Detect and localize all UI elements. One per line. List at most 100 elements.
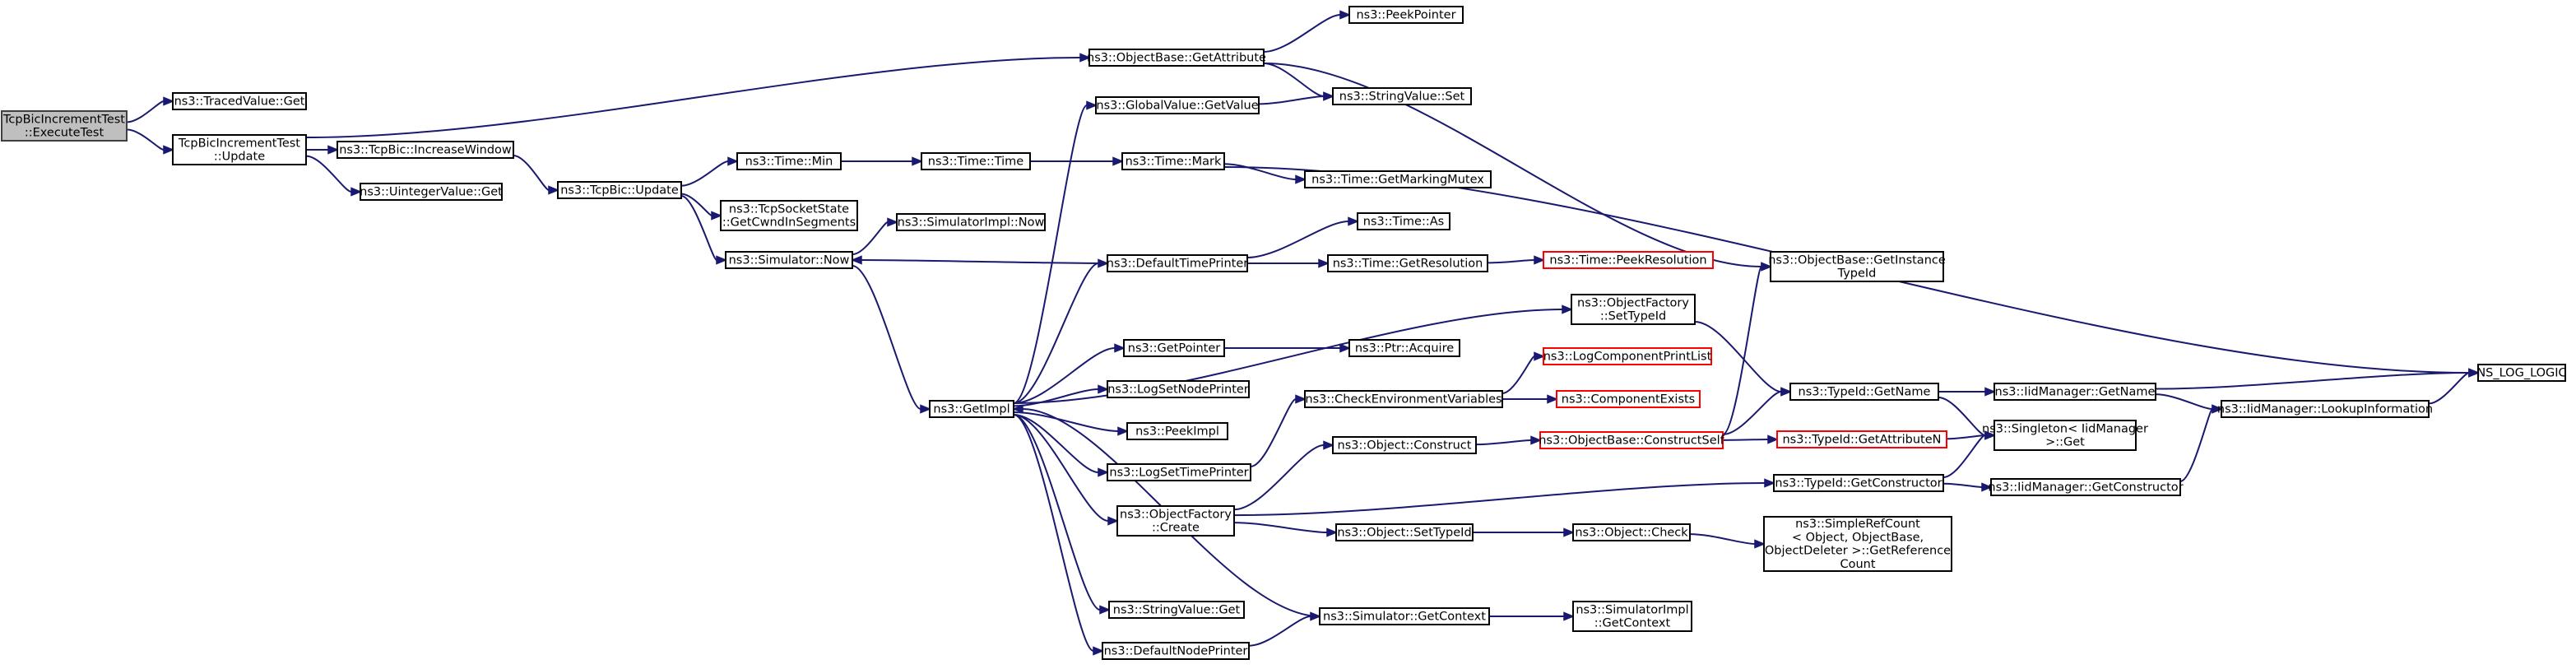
node-getimpl[interactable]: ns3::GetImpl: [929, 400, 1014, 418]
node-typegetctor[interactable]: ns3::TypeId::GetConstructor: [1773, 474, 1944, 492]
node-logsettime[interactable]: ns3::LogSetTimePrinter: [1107, 463, 1251, 481]
node-timeas[interactable]: ns3::Time::As: [1357, 212, 1450, 230]
node-compexists[interactable]: ns3::ComponentExists: [1556, 390, 1701, 408]
node-simctx[interactable]: ns3::Simulator::GetContext: [1319, 607, 1490, 625]
node-objcheck[interactable]: ns3::Object::Check: [1572, 523, 1691, 541]
edge-typegetctor-to-singleton: [1942, 430, 1996, 478]
node-strget[interactable]: ns3::StringValue::Get: [1108, 601, 1245, 619]
node-label: ns3::DefaultNodePrinter: [1104, 645, 1248, 658]
node-cwndseg[interactable]: ns3::TcpSocketState::GetCwndInSegments: [720, 200, 858, 231]
edge-ofcreate-to-objconstruct: [1233, 440, 1334, 511]
edge-getimpl-to-peekimpl: [1013, 411, 1129, 436]
node-label: ns3::TypeId::GetName: [1799, 386, 1931, 399]
node-incwin[interactable]: ns3::TcpBic::IncreaseWindow: [337, 141, 514, 159]
node-timemin[interactable]: ns3::Time::Min: [736, 152, 842, 170]
node-ofsettype[interactable]: ns3::ObjectFactory::SetTypeId: [1571, 294, 1696, 325]
node-simnow[interactable]: ns3::Simulator::Now: [725, 251, 853, 269]
node-constructself[interactable]: ns3::ObjectBase::ConstructSelf: [1539, 431, 1725, 449]
edge-simnow-to-simimplnow: [852, 217, 898, 256]
node-root[interactable]: TcpBicIncrementTest::ExecuteTest: [1, 110, 128, 142]
node-singleton[interactable]: ns3::Singleton< IidManager>::Get: [1982, 420, 2148, 451]
node-label: ns3::Simulator::GetContext: [1323, 611, 1486, 624]
node-peekptr[interactable]: ns3::PeekPointer: [1348, 6, 1464, 24]
node-timetime[interactable]: ns3::Time::Time: [921, 152, 1031, 170]
node-label: ns3::ObjectFactory: [1120, 508, 1232, 521]
node-label: ns3::TcpBic::Update: [560, 184, 679, 197]
node-label: ns3::Singleton< IidManager: [1982, 422, 2148, 435]
node-deftime[interactable]: ns3::DefaultTimePrinter: [1107, 254, 1248, 272]
node-label: ns3::Time::PeekResolution: [1549, 254, 1706, 267]
node-label: ns3::TcpSocketState: [729, 202, 849, 216]
node-update[interactable]: TcpBicIncrementTest::Update: [172, 134, 307, 165]
edge-getimpl-to-deftime: [1013, 258, 1109, 404]
edge-constructself-to-getinsttype: [1722, 262, 1772, 435]
edge-bicupdate-to-timemin: [680, 156, 739, 187]
node-label: ns3::DefaultTimePrinter: [1107, 258, 1248, 271]
node-label: ns3::Time::Time: [928, 156, 1024, 169]
node-peekres[interactable]: ns3::Time::PeekResolution: [1543, 251, 1714, 269]
node-label: ns3::PeekPointer: [1356, 9, 1455, 22]
edge-deftime-to-getres: [1246, 258, 1330, 268]
node-checkenv[interactable]: ns3::CheckEnvironmentVariables: [1304, 390, 1503, 408]
node-label: ns3::UintegerValue::Get: [360, 186, 503, 199]
node-getres[interactable]: ns3::Time::GetResolution: [1327, 254, 1488, 272]
node-label: ns3::LogComponentPrintList: [1543, 351, 1712, 364]
node-refcount[interactable]: ns3::SimpleRefCount< Object, ObjectBase,…: [1763, 516, 1952, 572]
node-label: ::GetCwndInSegments: [722, 216, 856, 230]
node-getattrn[interactable]: ns3::TypeId::GetAttributeN: [1776, 430, 1947, 448]
node-label: ::ExecuteTest: [25, 127, 104, 140]
node-uintget[interactable]: ns3::UintegerValue::Get: [360, 183, 503, 201]
node-label: ns3::Ptr::Acquire: [1355, 342, 1454, 355]
node-simimplctx[interactable]: ns3::SimulatorImpl::GetContext: [1572, 601, 1692, 632]
edge-bicupdate-to-simnow: [680, 195, 727, 265]
node-defnode[interactable]: ns3::DefaultNodePrinter: [1102, 642, 1250, 660]
node-nslog[interactable]: NS_LOG_LOGIC: [2476, 364, 2567, 382]
node-objconstruct[interactable]: ns3::Object::Construct: [1332, 436, 1477, 454]
edge-defnode-to-simctx: [1248, 611, 1321, 647]
node-tracedget[interactable]: ns3::TracedValue::Get: [172, 92, 307, 110]
node-logcompprint[interactable]: ns3::LogComponentPrintList: [1543, 347, 1712, 365]
edge-simctx-to-simimplctx: [1488, 611, 1575, 621]
edge-globget-to-strset: [1258, 91, 1334, 105]
node-label: ns3::SimulatorImpl: [1576, 603, 1688, 616]
node-ofcreate[interactable]: ns3::ObjectFactory::Create: [1116, 505, 1235, 537]
node-label: ns3::GetImpl: [933, 403, 1010, 416]
node-label: ns3::Time::GetResolution: [1333, 258, 1483, 271]
node-timemark[interactable]: ns3::Time::Mark: [1121, 152, 1225, 170]
edge-iidgetctor-to-lookup: [2179, 404, 2223, 482]
node-typegetname[interactable]: ns3::TypeId::GetName: [1789, 383, 1939, 401]
node-simimplnow[interactable]: ns3::SimulatorImpl::Now: [896, 213, 1046, 231]
node-label: ns3::SimulatorImpl::Now: [898, 216, 1045, 230]
nodes-layer: TcpBicIncrementTest::ExecuteTest ns3::Tra…: [1, 6, 2567, 660]
node-label: TcpBicIncrementTest: [178, 137, 300, 150]
node-globget[interactable]: ns3::GlobalValue::GetValue: [1095, 96, 1260, 114]
node-lookup[interactable]: ns3::IidManager::LookupInformation: [2217, 400, 2433, 418]
node-iidgetname[interactable]: ns3::IidManager::GetName: [1993, 383, 2156, 401]
node-getptr[interactable]: ns3::GetPointer: [1123, 339, 1225, 357]
edge-deftime-to-simnow: [851, 255, 1108, 265]
edge-checkenv-to-compexists: [1502, 394, 1558, 404]
node-acquire[interactable]: ns3::Ptr::Acquire: [1348, 339, 1460, 357]
node-iidgetctor[interactable]: ns3::IidManager::GetConstructor: [1988, 478, 2184, 496]
node-markmutex[interactable]: ns3::Time::GetMarkingMutex: [1304, 170, 1492, 188]
node-peekimpl[interactable]: ns3::PeekImpl: [1126, 422, 1228, 440]
node-bicupdate[interactable]: ns3::TcpBic::Update: [557, 181, 682, 199]
edge-getimpl-to-getptr: [1013, 343, 1126, 404]
node-label: ns3::Object::Check: [1575, 527, 1688, 540]
node-label: TypeId: [1837, 267, 1877, 281]
node-objsettype[interactable]: ns3::Object::SetTypeId: [1335, 523, 1474, 541]
node-label: < Object, ObjectBase,: [1792, 531, 1924, 544]
node-label: Count: [1840, 558, 1875, 571]
node-label: ns3::GetPointer: [1128, 342, 1221, 355]
node-label: ::Create: [1152, 522, 1200, 535]
node-logsetnode[interactable]: ns3::LogSetNodePrinter: [1107, 380, 1250, 398]
node-label: ns3::StringValue::Get: [1113, 604, 1241, 617]
edge-getptr-to-acquire: [1224, 343, 1351, 353]
node-getattr[interactable]: ns3::ObjectBase::GetAttribute: [1087, 49, 1266, 67]
edge-getimpl-to-globget: [1013, 100, 1098, 404]
node-label: ns3::PeekImpl: [1135, 425, 1219, 439]
edge-ofsettype-to-typegetname: [1694, 321, 1792, 397]
node-strset[interactable]: ns3::StringValue::Set: [1332, 87, 1472, 105]
